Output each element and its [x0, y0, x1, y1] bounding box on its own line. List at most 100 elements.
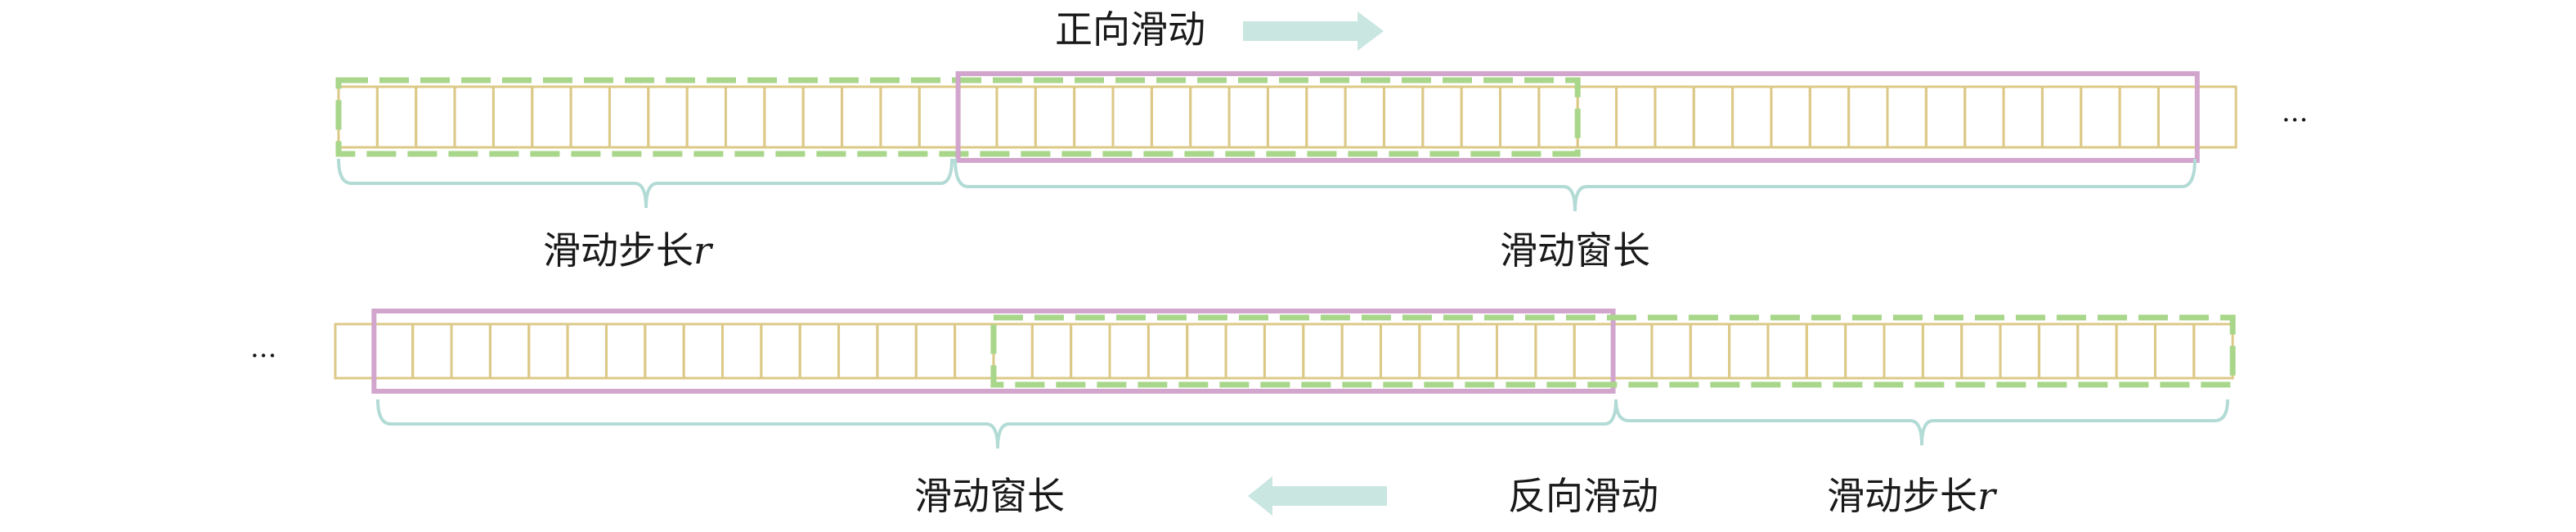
- forward-ellipsis: ...: [2282, 96, 2308, 128]
- cell: [1382, 85, 1425, 149]
- cell: [1379, 322, 1421, 380]
- cell: [1844, 322, 1886, 380]
- cell: [453, 85, 495, 149]
- cell: [334, 322, 375, 380]
- cell: [1496, 322, 1537, 380]
- cell: [647, 85, 689, 149]
- cell: [569, 85, 611, 149]
- cell: [372, 322, 415, 380]
- cell: [1460, 85, 1502, 149]
- cell: [1263, 322, 1305, 380]
- cell: [1731, 85, 1773, 149]
- cell: [1224, 322, 1266, 380]
- cell: [1963, 85, 2005, 149]
- cell: [604, 322, 647, 380]
- window-brace: [954, 158, 2197, 212]
- cell: [914, 322, 957, 380]
- cell: [1886, 85, 1928, 149]
- cell: [2115, 322, 2156, 380]
- cell: [763, 85, 805, 149]
- cell: [918, 85, 960, 149]
- cell: [450, 322, 491, 380]
- cell: [879, 85, 921, 149]
- cell: [954, 322, 995, 380]
- cell: [1344, 85, 1385, 149]
- cell: [992, 322, 1034, 380]
- cell: [1189, 85, 1231, 149]
- cell: [1534, 322, 1576, 380]
- cell: [2196, 85, 2237, 149]
- cell: [1612, 322, 1654, 380]
- cell: [1883, 322, 1924, 380]
- cell: [876, 322, 918, 380]
- reverse-window-label: 滑动窗长: [914, 474, 1065, 518]
- cell: [1034, 85, 1076, 149]
- cell: [798, 322, 841, 380]
- cell: [488, 322, 531, 380]
- reverse-cell-row: [334, 309, 2236, 394]
- cell: [1150, 85, 1192, 149]
- cell: [995, 85, 1037, 149]
- cell: [1805, 322, 1847, 380]
- cell: [2040, 85, 2083, 149]
- cell: [1305, 85, 1347, 149]
- cell: [1456, 322, 1499, 380]
- cell: [1654, 85, 1695, 149]
- cell: [1147, 322, 1189, 380]
- cell: [1227, 85, 1269, 149]
- cell: [1960, 322, 2002, 380]
- step-brace: [1614, 399, 2229, 446]
- purple-window-frame: [371, 309, 1616, 394]
- cell: [1650, 322, 1692, 380]
- cell: [1070, 322, 1111, 380]
- cell: [721, 322, 763, 380]
- cell: [725, 85, 766, 149]
- cell: [1108, 322, 1150, 380]
- cell: [1766, 322, 1808, 380]
- cell: [1999, 322, 2040, 380]
- cell: [1689, 322, 1731, 380]
- cell: [531, 85, 572, 149]
- cell: [801, 85, 844, 149]
- cell: [2076, 322, 2118, 380]
- cell: [527, 322, 569, 380]
- green-window-frame: [990, 314, 2236, 388]
- cell: [1847, 85, 1889, 149]
- cell: [841, 85, 882, 149]
- cell: [760, 322, 801, 380]
- cell: [2153, 322, 2196, 380]
- purple-window-frame: [955, 71, 2200, 163]
- cell: [1728, 322, 1770, 380]
- reverse-title: 反向滑动: [1508, 474, 1658, 518]
- cell: [644, 322, 685, 380]
- cell: [1418, 322, 1460, 380]
- cell: [837, 322, 879, 380]
- reverse-step-label: 滑动步长r: [1827, 474, 1998, 518]
- cell: [2080, 85, 2121, 149]
- cell: [682, 322, 725, 380]
- cell: [1808, 85, 1851, 149]
- cell: [2002, 85, 2044, 149]
- cell: [411, 322, 453, 380]
- forward-cell-row: [335, 71, 2237, 163]
- cell: [1186, 322, 1227, 380]
- cell: [1692, 85, 1735, 149]
- cell: [491, 85, 534, 149]
- forward-title: 正向滑动: [1055, 7, 1205, 52]
- cell: [1770, 85, 1811, 149]
- cell: [1340, 322, 1382, 380]
- cell: [2037, 322, 2080, 380]
- forward-step-label: 滑动步长r: [543, 228, 714, 273]
- cell: [1302, 322, 1344, 380]
- cell: [1499, 85, 1541, 149]
- cell: [1421, 85, 1463, 149]
- cell: [1266, 85, 1308, 149]
- cell: [608, 85, 650, 149]
- cell: [957, 85, 999, 149]
- cell: [1111, 85, 1153, 149]
- cell: [1921, 322, 1963, 380]
- cell: [685, 85, 728, 149]
- cell: [1073, 85, 1115, 149]
- cell: [2156, 85, 2199, 149]
